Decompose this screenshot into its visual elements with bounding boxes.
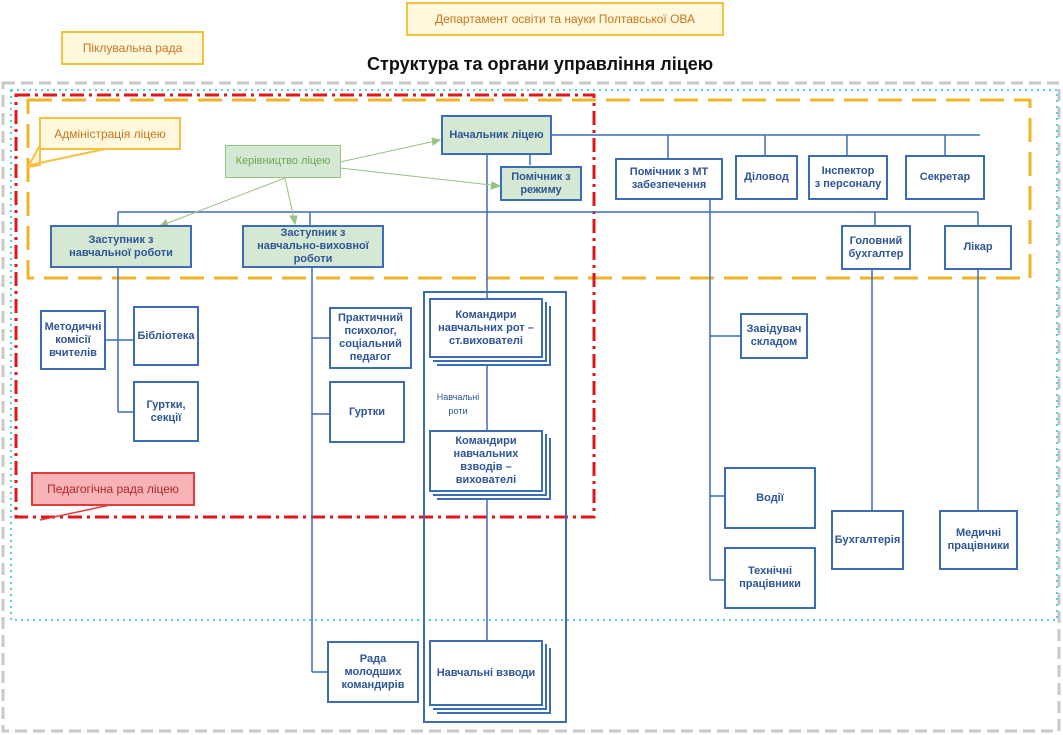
- head-box: Начальник ліцею: [441, 115, 552, 155]
- deputy-education-box: Заступник з навчальної роботи: [50, 225, 192, 268]
- page-title: Структура та органи управління ліцею: [367, 54, 714, 74]
- trustees-label: Піклувальна рада: [61, 31, 204, 65]
- medical-staff-box: Медичні працівники: [939, 510, 1018, 570]
- hr-inspector-box: Інспектор з персоналу: [808, 155, 888, 200]
- clerk-box: Діловод: [735, 155, 798, 200]
- training-platoons-box: Навчальні взводи: [429, 640, 543, 706]
- method-commissions-box: Методичні комісії вчителів: [40, 310, 106, 370]
- outer-frame: [1, 81, 1061, 733]
- platoon-commanders-box: Командири навчальних взводів – виховател…: [429, 430, 543, 492]
- technical-staff-box: Технічні працівники: [724, 547, 816, 609]
- warehouse-head-box: Завідувач складом: [740, 313, 808, 359]
- pedagogical-council-label: Педагогічна рада ліцею: [31, 472, 195, 506]
- chief-accountant-box: Головний бухгалтер: [841, 225, 911, 270]
- drivers-box: Водії: [724, 467, 816, 529]
- clubs-box: Гуртки: [329, 381, 405, 443]
- psychologist-box: Практичний психолог, соціальний педагог: [329, 307, 412, 369]
- training-companies-note: Навчальні роти: [436, 392, 480, 416]
- leadership-label: Керівництво ліцею: [225, 145, 341, 178]
- administration-frame: [26, 98, 1032, 280]
- accounting-box: Бухгалтерія: [831, 510, 904, 570]
- administration-label: Адміністрація ліцею: [39, 117, 181, 150]
- deputy-upbringing-box: Заступник з навчально-виховної роботи: [242, 225, 384, 268]
- secretary-box: Секретар: [905, 155, 985, 200]
- clubs-sections-box: Гуртки, секції: [133, 381, 199, 442]
- department-label: Департамент освіти та науки Полтавської …: [406, 2, 724, 36]
- pedagogical-frame: [14, 93, 596, 519]
- library-box: Бібліотека: [133, 306, 199, 366]
- mt-assistant-box: Помічник з МТ забезпечення: [615, 158, 723, 200]
- cyan-frame: [10, 89, 1058, 621]
- regime-assistant-box: Помічник з режиму: [500, 166, 582, 201]
- junior-council-box: Рада молодших командирів: [327, 641, 419, 703]
- company-commanders-box: Командири навчальних рот – ст.вихователі: [429, 298, 543, 358]
- doctor-box: Лікар: [944, 225, 1012, 270]
